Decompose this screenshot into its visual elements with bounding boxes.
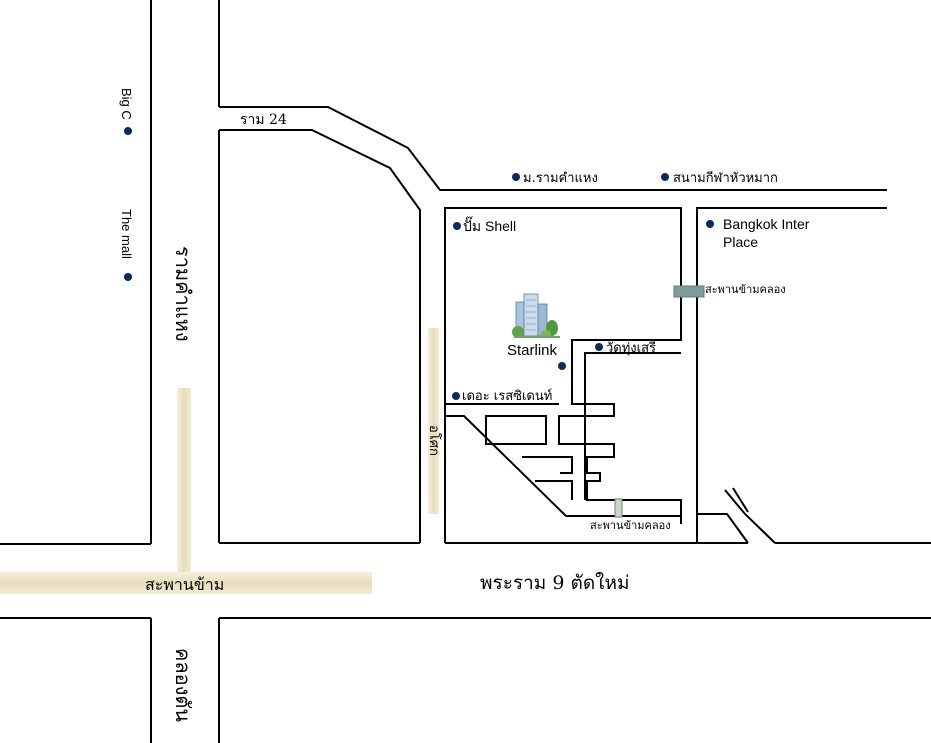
road-label-asok: อโศก [426, 425, 442, 456]
highlight-label-starlink: Starlink [507, 342, 558, 359]
road-label-rama9: พระราม 9 ตัดใหม่ [480, 572, 630, 594]
place-label-the-mall: The mall [119, 209, 134, 259]
overpass-asok [428, 328, 439, 514]
building-icon [512, 293, 560, 338]
road-label-ramkhamhaeng: รามคำแหง [171, 246, 195, 342]
overpass-horizontal [0, 572, 372, 594]
marker-wat-thung-sri [595, 343, 603, 351]
place-label-shell: ปั๊ม Shell [463, 216, 516, 234]
marker-the-mall [124, 273, 132, 281]
road-label-overpass: สะพานข้าม [145, 575, 224, 594]
place-markers [124, 127, 714, 400]
marker-shell [453, 222, 461, 230]
road-label-ram24: ราม 24 [240, 112, 287, 128]
marker-the-residence [452, 392, 460, 400]
place-label-big-c: Big C [119, 88, 134, 120]
place-label-bangkok-inter-line2: Place [723, 234, 758, 250]
bridge-top-marker [673, 285, 705, 298]
place-label-bangkok-inter-line1: Bangkok Inter [723, 216, 810, 232]
marker-hua-mak-stadium [661, 173, 669, 181]
place-label-wat-thung-sri: วัดทุ่งเสรี [606, 340, 656, 356]
place-label-ramkhamhaeng-uni: ม.รามคำแหง [523, 171, 598, 186]
marker-big-c [124, 127, 132, 135]
bridge-bottom-marker [614, 498, 623, 518]
road-label-khlongtan: คลองตัน [171, 648, 195, 722]
marker-ramkhamhaeng-uni [512, 173, 520, 181]
marker-bangkok-inter-place [706, 220, 714, 228]
overpass-vertical [177, 388, 191, 572]
place-label-hua-mak-stadium: สนามกีฬาหัวหมาก [673, 170, 778, 186]
place-label-bridge-bottom: สะพานข้ามคลอง [590, 519, 671, 532]
marker-starlink [558, 362, 566, 370]
place-label-the-residence: เดอะ เรสซิเดนท์ [462, 388, 552, 404]
place-label-bridge-top: สะพานข้ามคลอง [705, 283, 786, 296]
